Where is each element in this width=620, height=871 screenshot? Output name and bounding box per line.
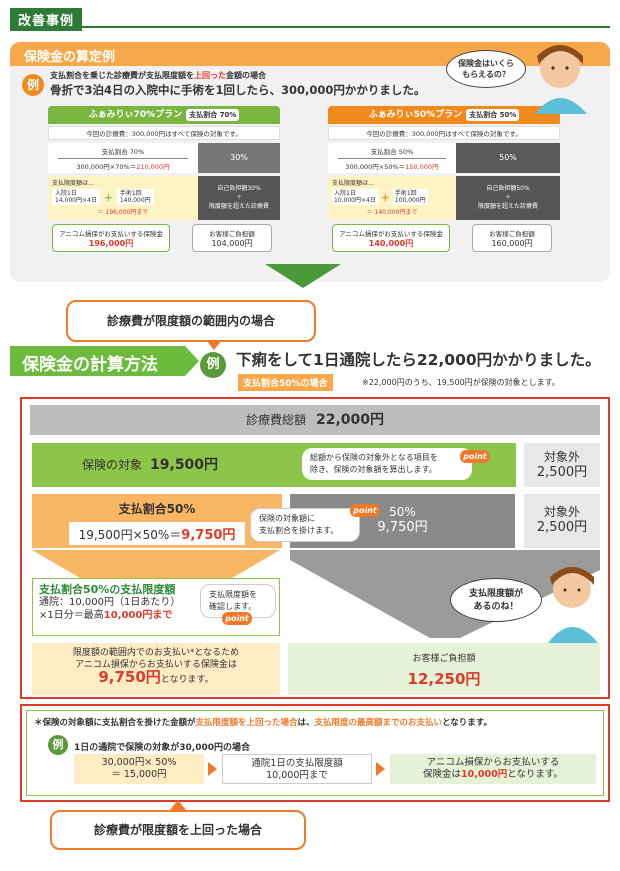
limit-bubble: 支払限度額が あるのね！ bbox=[450, 578, 542, 622]
header-divider bbox=[10, 26, 610, 28]
insured-amount-hint: 総額から保険の対象外となる項目を 除き、保険の対象額を算出します。 bbox=[302, 448, 472, 480]
payout-result-box: 限度額の範囲内でのお支払い*となるため アニコム損保からお支払いする保険金は 9… bbox=[32, 643, 280, 695]
down-arrow-icon bbox=[265, 264, 341, 288]
over-limit-calc: 30,000円× 50% ＝ 15,000円 bbox=[74, 754, 204, 784]
over-limit-badge: 例 bbox=[48, 735, 68, 755]
plan-70-header: ふぁみりぃ70%プラン支払割合 70% bbox=[48, 106, 280, 124]
point-badge-2: point bbox=[350, 504, 380, 517]
plan-50-limit: 支払限度額は… 入院1日 10,000円×4日 ＋ 手術1回 100,000円 … bbox=[328, 176, 456, 220]
plan-50-ratio: 支払割合 50% 300,000円×50%＝150,000円 bbox=[328, 143, 456, 173]
woman-illustration-icon bbox=[535, 45, 587, 114]
method-example-badge: 例 bbox=[200, 352, 226, 378]
plan-70-self-burden: 自己負担額30% ＋ 限度額を超えた診療費 bbox=[198, 176, 280, 220]
plan-70-limit: 支払限度額は… 入院1日 14,000円×4日 ＋ 手術1回 140,000円 … bbox=[48, 176, 198, 220]
plan-70-note: 今回の診療費：300,000円はすべて保険の対象です。 bbox=[48, 126, 280, 140]
plan-50-note: 今回の診療費：300,000円はすべて保険の対象です。 bbox=[328, 126, 560, 140]
arrow-right-icon bbox=[376, 762, 385, 776]
callout-over-limit: 診療費が限度額を上回った場合 bbox=[50, 810, 306, 850]
woman-thinking-icon bbox=[548, 567, 598, 643]
within-limit-frame bbox=[20, 397, 610, 699]
calculation-method-title: 保険金の計算方法 bbox=[10, 346, 199, 376]
ratio-50-box: 支払割合50% 19,500円×50%＝9,750円 bbox=[32, 494, 282, 548]
arrow-right-icon bbox=[208, 762, 217, 776]
plan-50-rest: 50% bbox=[456, 143, 560, 173]
plan-50-bar: 支払割合 50% 300,000円×50%＝150,000円 50% bbox=[328, 143, 560, 173]
header-bar: 改善事例 bbox=[0, 0, 620, 31]
over-limit-daily-cap: 通院1日の支払限度額 10,000円まで bbox=[222, 754, 372, 784]
callout-pointer-icon bbox=[206, 340, 222, 350]
ratio-note: ※22,000円のうち、19,500円が保険の対象とします。 bbox=[362, 378, 560, 387]
over-limit-frame bbox=[20, 704, 610, 802]
over-limit-payout: アニコム損保からお支払いする 保険金は10,000円となります。 bbox=[390, 754, 596, 784]
calculation-example-title: 保険金の算定例 bbox=[24, 50, 116, 65]
ratio-funnel-shape bbox=[32, 550, 280, 578]
plan-50-header: ふぁみりぃ50%プラン支払割合 50% bbox=[328, 106, 560, 124]
ratio-hint: 保険の対象額に 支払割合を掛けます。 bbox=[250, 508, 360, 542]
plan-50-self-burden: 自己負担額50% ＋ 限度額を超えた診療費 bbox=[456, 176, 560, 220]
example-condition: 支払割合を乗じた診療費が支払限度額を上回った金額の場合 bbox=[50, 71, 266, 80]
header-tag: 改善事例 bbox=[10, 8, 83, 31]
method-question: 下痢をして1日通院したら22,000円かかりました。 bbox=[236, 351, 601, 369]
callout-within-limit: 診療費が限度額の範囲内の場合 bbox=[66, 300, 316, 342]
callout-pointer-up-icon bbox=[170, 800, 186, 810]
ratio-50-tag: 支払割合50%の場合 bbox=[238, 374, 333, 391]
burden-funnel-shape bbox=[290, 550, 600, 638]
plan-70-bar: 支払割合 70% 300,000円×70%＝210,000円 30% bbox=[48, 143, 280, 173]
question-bubble: 保険金はいくら もらえるの？ bbox=[446, 50, 526, 88]
plan-50-card: ふぁみりぃ50%プラン支払割合 50% 今回の診療費：300,000円はすべて保… bbox=[328, 106, 560, 256]
plan-70-ratio: 支払割合 70% 300,000円×70%＝210,000円 bbox=[48, 143, 198, 173]
plan-70-card: ふぁみりぃ70%プラン支払割合 70% 今回の診療費：300,000円はすべて保… bbox=[48, 106, 280, 256]
example-badge: 例 bbox=[22, 74, 44, 96]
over-limit-note: ＊保険の対象額に支払割合を掛けた金額が支払限度額を上回った場合は、支払限度の最高… bbox=[34, 718, 492, 728]
example-question: 骨折で3泊4日の入院中に手術を1回したら、300,000円かかりました。 bbox=[50, 83, 426, 97]
point-badge-3: point bbox=[222, 612, 252, 625]
plan-70-rest: 30% bbox=[198, 143, 280, 173]
over-limit-inner bbox=[26, 710, 604, 796]
over-limit-example: 1日の通院で保険の対象が30,000円の場合 bbox=[74, 743, 250, 753]
point-badge-1: point bbox=[460, 450, 490, 463]
